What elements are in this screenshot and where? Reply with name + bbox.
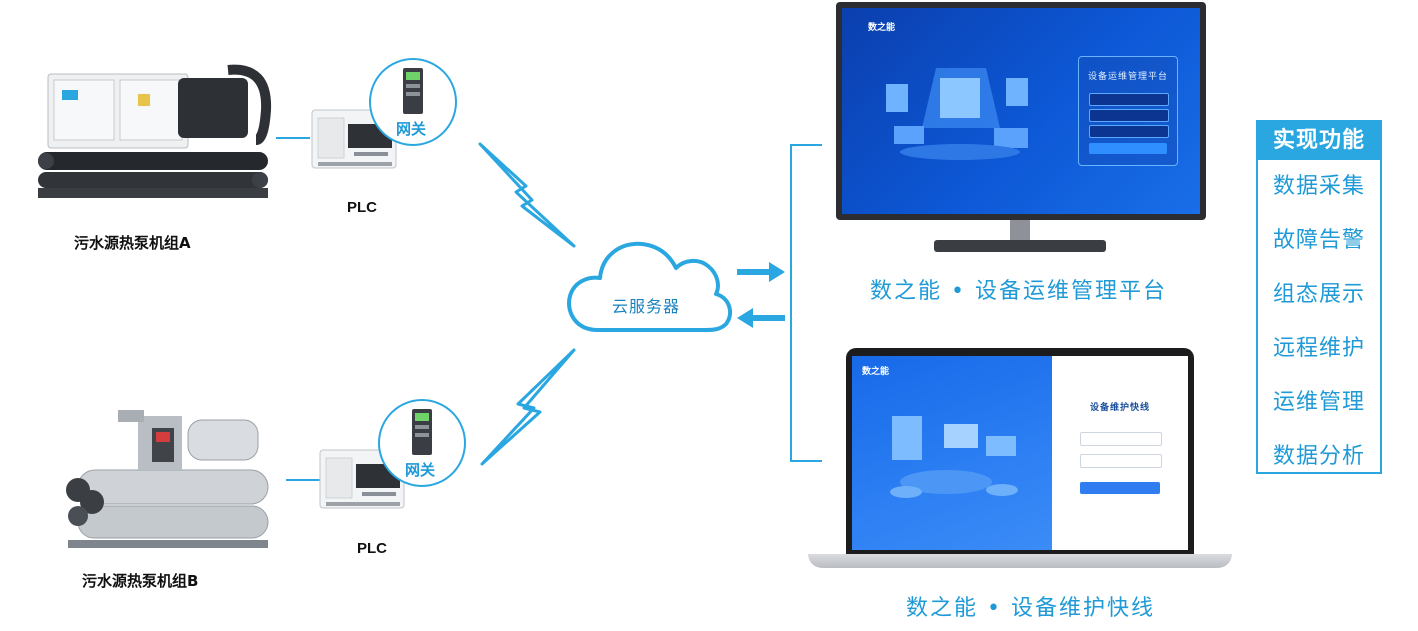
web-username-field[interactable] <box>1089 93 1169 106</box>
gateway-b-badge: 网关 <box>378 399 466 487</box>
web-password-field[interactable] <box>1089 109 1169 122</box>
web-login-button[interactable] <box>1089 143 1167 154</box>
function-item: 数据采集 <box>1272 174 1365 199</box>
gateway-device-icon <box>403 68 423 114</box>
plc-b-label: PLC <box>357 540 387 557</box>
laptop-screen-illustration: 数之能 <box>852 356 1052 550</box>
web-platform-title: 数之能 • 设备运维管理平台 <box>870 279 1167 304</box>
laptop-base <box>808 554 1232 568</box>
app-illustration <box>890 416 1018 498</box>
wireless-lightning-icon-top <box>478 142 576 248</box>
web-captcha-field[interactable] <box>1089 125 1169 138</box>
laptop-login-panel: 设备维护快线 <box>1052 356 1188 550</box>
functions-panel: 实现功能 数据采集 故障告警 组态展示 远程维护 运维管理 数据分析 <box>1256 120 1382 474</box>
heat-pump-unit-a-image <box>38 64 272 198</box>
function-item: 数据分析 <box>1272 444 1365 469</box>
gateway-b-label: 网关 <box>405 461 436 479</box>
app-username-field[interactable] <box>1080 432 1162 446</box>
web-brand-logo: 数之能 <box>868 23 896 33</box>
function-item: 组态展示 <box>1272 282 1365 307</box>
app-platform-title: 数之能 • 设备维护快线 <box>906 596 1155 621</box>
unit-a-label: 污水源热泵机组A <box>74 234 191 252</box>
gateway-device-icon <box>412 409 432 455</box>
monitor-frame: 数之能 设备运维管理平台 <box>836 2 1206 220</box>
app-password-field[interactable] <box>1080 454 1162 468</box>
arrow-left-icon <box>737 308 785 328</box>
laptop-frame: 数之能 设备维护快线 <box>846 348 1194 554</box>
function-item: 故障告警 <box>1272 228 1365 253</box>
gateway-a-badge: 网关 <box>369 58 457 146</box>
arrow-right-icon <box>737 262 785 282</box>
web-login-title: 设备运维管理平台 <box>1087 72 1168 82</box>
monitor-stand <box>934 220 1106 252</box>
gateway-a-label: 网关 <box>396 120 427 138</box>
functions-header: 实现功能 <box>1258 122 1380 160</box>
monitor-screen: 数之能 设备运维管理平台 <box>842 8 1200 214</box>
unit-b-label: 污水源热泵机组B <box>82 572 199 590</box>
web-illustration <box>886 68 1028 160</box>
cloud-server-label: 云服务器 <box>612 297 681 316</box>
unit-a-plc-link <box>276 137 310 139</box>
unit-b-plc-link <box>286 479 320 481</box>
web-login-card: 设备运维管理平台 <box>1078 56 1178 166</box>
platform-bracket <box>790 144 822 462</box>
app-login-button[interactable] <box>1080 482 1160 494</box>
app-login-title: 设备维护快线 <box>1089 403 1150 413</box>
function-item: 远程维护 <box>1272 336 1365 361</box>
app-brand-logo: 数之能 <box>862 367 890 377</box>
heat-pump-unit-b-image <box>66 410 269 548</box>
plc-a-label: PLC <box>347 199 377 216</box>
cloud-server-icon <box>567 241 733 332</box>
function-item: 运维管理 <box>1272 390 1365 415</box>
wireless-lightning-icon-bottom <box>480 348 576 466</box>
